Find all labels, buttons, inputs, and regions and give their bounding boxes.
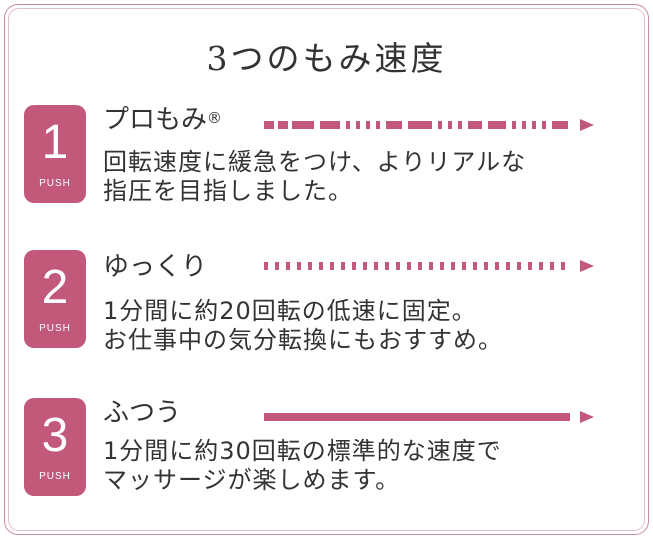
mode-name-label: ゆっくり [103,252,208,282]
arrow-segment [264,262,268,270]
arrow-segment [506,262,510,270]
arrow-head [580,119,594,131]
arrow-segment [396,262,400,270]
arrow-segment [484,262,488,270]
arrow-segment [264,121,274,129]
push-label: PUSH [39,323,71,334]
arrow-right-icon [264,119,594,131]
arrow-segment [462,262,466,270]
arrow-segment [330,262,334,270]
arrow-head [580,260,594,272]
mode-1-button[interactable]: 1 PUSH [24,105,86,203]
mode-2-name: ゆっくり [103,252,207,282]
arrow-segment [352,262,356,270]
arrow-segment [308,262,312,270]
speed-pattern-arrow-2 [264,259,596,273]
arrow-segment [451,262,455,270]
arrow-segment [512,121,516,129]
arrow-segment [539,262,543,270]
mode-1-name: プロもみ® [103,105,222,135]
arrow-segment [429,262,433,270]
arrow-segment [264,413,570,421]
push-label: PUSH [39,471,71,482]
arrow-segment [418,262,422,270]
arrow-segment [319,262,323,270]
arrow-segment [473,262,477,270]
mode-2-button[interactable]: 2 PUSH [24,250,86,348]
arrow-segment [275,262,279,270]
arrow-segment [495,262,499,270]
arrow-segment [528,262,532,270]
arrow-segment [346,121,350,129]
arrow-segment [366,121,370,129]
arrow-segment [386,121,402,129]
arrow-head [580,411,594,423]
mode-number: 3 [41,409,69,462]
arrow-segment [532,121,536,129]
mode-2-description: 1分間に約20回転の低速に固定。 お仕事中の気分転換にもおすすめ。 [103,297,643,355]
speed-pattern-arrow-1 [264,118,596,132]
arrow-segment [320,121,340,129]
arrow-segment [363,262,367,270]
arrow-segment [522,121,526,129]
arrow-segment [468,121,482,129]
arrow-segment [440,262,444,270]
mode-3-button[interactable]: 3 PUSH [24,398,86,496]
speed-pattern-arrow-3 [264,410,596,424]
mode-name-label: プロもみ [103,105,208,135]
arrow-segment [408,121,432,129]
arrow-segment [561,262,565,270]
arrow-segment [448,121,452,129]
arrow-segment [542,121,546,129]
arrow-segment [341,262,345,270]
description-line: お仕事中の気分転換にもおすすめ。 [103,326,503,354]
mode-1-description: 回転速度に緩急をつけ、よりリアルな 指圧を目指しました。 [103,148,643,206]
mode-3-description: 1分間に約30回転の標準的な速度で マッサージが楽しめます。 [103,437,643,495]
arrow-segment [550,262,554,270]
description-line: マッサージが楽しめます。 [103,466,401,494]
arrow-segment [278,121,288,129]
description-line: 1分間に約30回転の標準的な速度で [103,437,502,465]
page-title: 3つのもみ速度 [206,39,447,78]
description-line: 指圧を目指しました。 [103,177,353,205]
arrow-segment [458,121,462,129]
mode-number: 2 [41,261,69,314]
push-label: PUSH [39,178,71,189]
arrow-segment [374,262,378,270]
arrow-segment [286,262,290,270]
arrow-segment [438,121,442,129]
arrow-segment [356,121,360,129]
registered-mark: ® [207,109,223,127]
description-line: 1分間に約20回転の低速に固定。 [103,297,477,325]
arrow-right-icon [264,411,594,423]
arrow-segment [552,121,568,129]
arrow-segment [517,262,521,270]
arrow-segment [385,262,389,270]
mode-name-label: ふつう [103,398,182,428]
mode-3-name: ふつう [103,398,181,428]
arrow-segment [488,121,506,129]
description-line: 回転速度に緩急をつけ、よりリアルな [103,148,527,176]
arrow-segment [292,121,314,129]
arrow-segment [376,121,380,129]
arrow-segment [297,262,301,270]
arrow-right-icon [264,260,594,272]
mode-number: 1 [41,116,69,169]
arrow-segment [407,262,411,270]
